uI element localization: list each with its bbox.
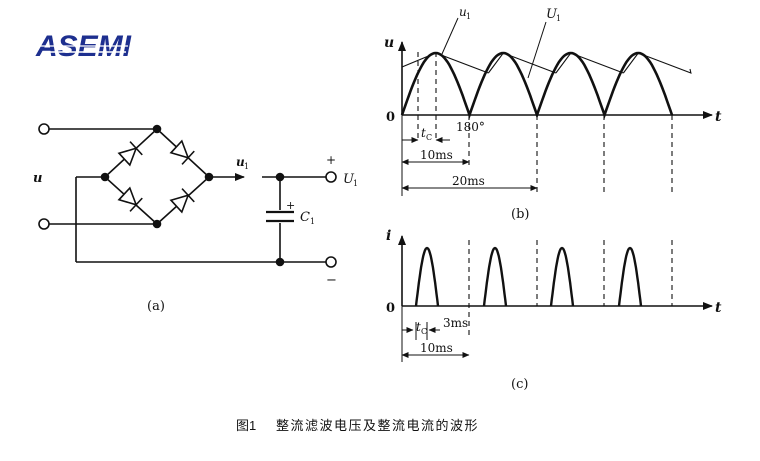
- bridge-diamond: [103, 127, 211, 226]
- caption-a: (a): [147, 299, 165, 314]
- bridge-rectifier-circuit: [38, 123, 337, 268]
- terminal-voltage-label: U: [343, 172, 355, 187]
- input-terminal-bottom: [38, 218, 50, 230]
- period-markers: [417, 52, 673, 192]
- current-pulse: [617, 246, 643, 307]
- node-dot: [275, 172, 285, 182]
- period-markers: [468, 240, 673, 338]
- caption-b: (b): [511, 207, 529, 222]
- dim-20ms-label: 20ms: [452, 174, 485, 188]
- U1-label: U: [546, 7, 558, 22]
- dim-10ms-label-c: 10ms: [420, 341, 453, 355]
- current-waveform-plot: [398, 235, 713, 362]
- filtered-voltage-line: [401, 52, 692, 74]
- output-minus-sign: −: [326, 273, 337, 288]
- u1-leader: [441, 17, 459, 55]
- output-voltage-sub: 1: [244, 162, 249, 171]
- node-dot: [275, 257, 285, 267]
- tc-sub-c: C: [421, 327, 427, 336]
- current-y-label: i: [386, 228, 391, 244]
- figure-caption-text: 整流滤波电压及整流电流的波形: [276, 418, 479, 433]
- node-dot: [152, 124, 162, 134]
- dim-10ms-label-b: 10ms: [420, 148, 453, 162]
- voltage-x-label: t: [715, 109, 722, 125]
- diode-upper-right: [169, 139, 195, 165]
- voltage-y-label: u: [384, 35, 394, 51]
- capacitor-label: C: [300, 210, 310, 225]
- input-voltage-label: u: [33, 171, 42, 186]
- input-terminal-top: [38, 123, 50, 135]
- asemi-logo: ASEMI: [35, 30, 132, 63]
- figure-number: 图1: [236, 418, 256, 433]
- tc-label-c: t: [416, 320, 421, 334]
- capacitor-plus-sign: +: [286, 199, 295, 212]
- node-dot: [152, 219, 162, 229]
- U1-leader: [527, 21, 547, 79]
- output-voltage-label: u: [236, 155, 245, 169]
- dim-3ms-label: 3ms: [443, 316, 468, 330]
- tc-label-b: t: [421, 126, 426, 140]
- output-terminal-minus: [325, 256, 337, 268]
- node-dot: [100, 172, 110, 182]
- output-terminal-plus: [325, 171, 337, 183]
- current-pulse: [482, 246, 508, 307]
- current-origin-label: 0: [386, 301, 395, 316]
- voltage-waveform-plot: [398, 17, 713, 196]
- diode-lower-left: [117, 186, 143, 212]
- current-x-label: t: [715, 300, 722, 316]
- angle-label: 180°: [456, 120, 485, 134]
- capacitor-sub: 1: [310, 217, 315, 226]
- u1-sub: 1: [466, 12, 471, 21]
- output-plus-sign: +: [326, 153, 336, 167]
- current-pulse: [414, 246, 440, 307]
- tc-sub-b: C: [426, 133, 432, 142]
- U1-sub: 1: [556, 14, 561, 23]
- diode-lower-right: [169, 188, 195, 214]
- current-pulses: [414, 246, 643, 307]
- caption-c: (c): [511, 377, 528, 392]
- voltage-origin-label: 0: [386, 110, 395, 125]
- terminal-voltage-sub: 1: [353, 179, 358, 188]
- current-pulse: [549, 246, 575, 307]
- diode-upper-left: [117, 141, 143, 167]
- u1-label: u: [459, 5, 467, 19]
